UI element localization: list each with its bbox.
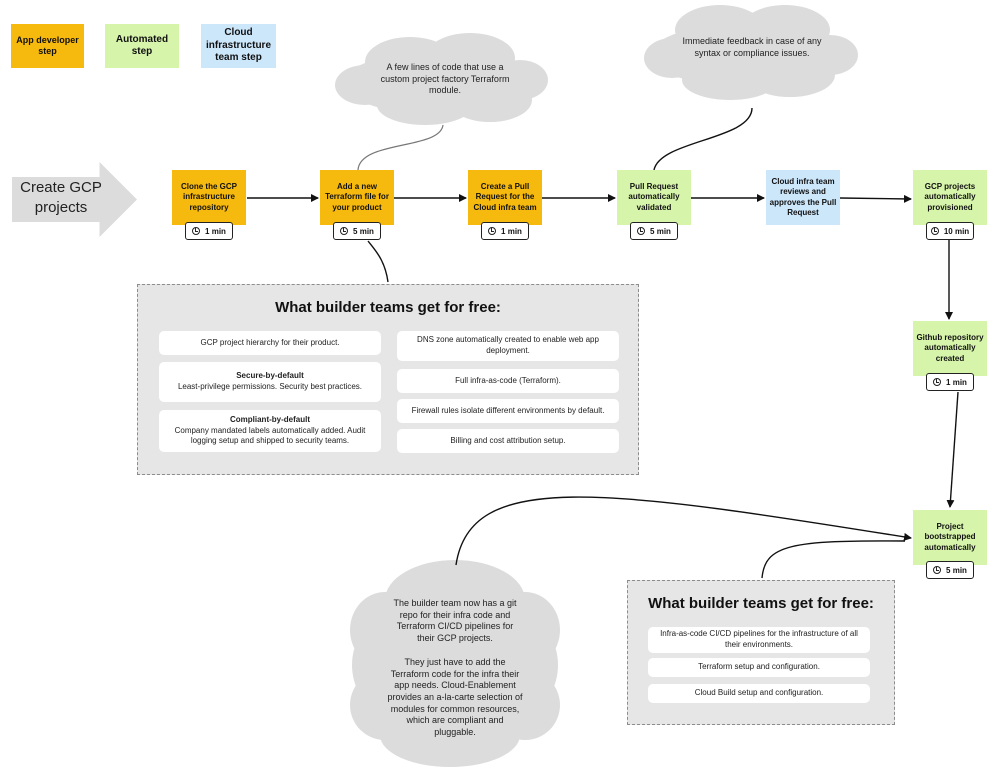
connector-panel-to-bootstrap [761, 540, 906, 579]
legend-automated-step: Automated step [105, 24, 179, 68]
step-label: Github repository automatically created [916, 332, 984, 363]
cloud-builder-note-1: The builder team now has a git repo for … [393, 598, 517, 644]
benefit-text: Company mandated labels automatically ad… [174, 425, 366, 446]
step-label: Clone the GCP infrastructure repository [180, 181, 237, 212]
benefit-card: GCP project hierarchy for their product. [159, 331, 381, 355]
benefit-text: Infra-as-code CI/CD pipelines for the in… [660, 629, 858, 649]
cloud-shape-builder-note [350, 560, 560, 767]
cloud-shape-feedback-note [644, 5, 858, 100]
timer-badge: 10 min [926, 222, 974, 240]
clock-icon [192, 227, 201, 235]
arrow-builder-cloud-to-bootstrap [455, 496, 912, 566]
step-pull-request-validated: Pull Request automatically validated [617, 170, 691, 225]
benefit-text: Firewall rules isolate different environ… [411, 405, 605, 415]
step-github-repository-created: Github repository automatically created [913, 321, 987, 376]
start-label: Create GCP projects [20, 179, 102, 216]
timer-value: 1 min [946, 377, 967, 387]
timer-badge: 1 min [185, 222, 233, 240]
clock-icon [933, 566, 942, 574]
step-projects-provisioned: GCP projects automatically provisioned [913, 170, 987, 225]
step-label: GCP projects automatically provisioned [924, 181, 976, 212]
benefit-card: Terraform setup and configuration. [648, 658, 870, 677]
connector-cloud-to-step2 [357, 124, 444, 171]
step-label: Add a new Terraform file for your produc… [325, 181, 389, 212]
benefit-title: Compliant-by-default [230, 414, 310, 424]
benefits-panel-top: What builder teams get for free: GCP pro… [137, 284, 639, 475]
arrow-step7-to-step8 [946, 391, 959, 508]
benefit-text: Least-privilege permissions. Security be… [177, 382, 363, 391]
benefit-text: Terraform setup and configuration. [698, 662, 820, 672]
benefit-card: Full infra-as-code (Terraform). [397, 369, 619, 393]
cloud-terraform-note: A few lines of code that use a custom pr… [380, 62, 510, 96]
arrow-step5-to-step6 [839, 194, 912, 203]
benefit-card-compliant: Compliant-by-default Company mandated la… [159, 410, 381, 452]
timer-value: 1 min [501, 226, 522, 236]
benefit-text: DNS zone automatically created to enable… [417, 335, 599, 355]
connector-cloud-to-step4 [653, 107, 753, 171]
step-label: Pull Request automatically validated [628, 181, 680, 212]
step-infra-team-review: Cloud infra team reviews and approves th… [766, 170, 840, 225]
legend-app-developer-step: App developer step [11, 24, 84, 68]
cloud-builder-note-2: They just have to add the Terraform code… [387, 657, 523, 738]
timer-value: 5 min [946, 565, 967, 575]
clock-icon [340, 227, 349, 235]
cloud-shape-terraform-note [335, 33, 548, 125]
timer-value: 5 min [650, 226, 671, 236]
timer-value: 1 min [205, 226, 226, 236]
timer-value: 10 min [943, 226, 970, 236]
benefit-title: Secure-by-default [236, 371, 304, 381]
benefit-card: Firewall rules isolate different environ… [397, 399, 619, 423]
clock-icon [488, 227, 497, 235]
connector-step2-to-panel [367, 240, 389, 283]
timer-badge: 5 min [630, 222, 678, 240]
cloud-feedback-note: Immediate feedback in case of any syntax… [682, 36, 822, 58]
legend-cloud-infra-step: Cloud infrastructure team step [201, 24, 276, 68]
benefit-card: Billing and cost attribution setup. [397, 429, 619, 453]
timer-badge: 1 min [481, 222, 529, 240]
step-label: Create a Pull Request for the Cloud infr… [473, 181, 537, 212]
clock-icon [930, 227, 939, 235]
clock-icon [637, 227, 646, 235]
legend-automated-label: Automated step [115, 33, 169, 58]
step-clone-repository: Clone the GCP infrastructure repository [172, 170, 246, 225]
benefit-text: Cloud Build setup and configuration. [694, 688, 824, 698]
benefit-text: Full infra-as-code (Terraform). [455, 375, 561, 385]
benefit-text: GCP project hierarchy for their product. [200, 337, 340, 347]
timer-badge: 5 min [926, 561, 974, 579]
step-label: Cloud infra team reviews and approves th… [769, 176, 837, 217]
timer-value: 5 min [353, 226, 374, 236]
step-project-bootstrapped: Project bootstrapped automatically [913, 510, 987, 565]
legend-cloud-infra-label: Cloud infrastructure team step [205, 27, 271, 64]
benefit-text: Billing and cost attribution setup. [450, 435, 566, 445]
benefit-card: Cloud Build setup and configuration. [648, 684, 870, 703]
panel-title: What builder teams get for free: [275, 299, 501, 316]
timer-badge: 5 min [333, 222, 381, 240]
step-create-pull-request: Create a Pull Request for the Cloud infr… [468, 170, 542, 225]
benefit-card: DNS zone automatically created to enable… [397, 331, 619, 361]
legend-app-developer-label: App developer step [16, 34, 79, 56]
benefits-panel-bottom: What builder teams get for free: Infra-a… [627, 580, 895, 725]
step-add-terraform-file: Add a new Terraform file for your produc… [320, 170, 394, 225]
timer-badge: 1 min [926, 373, 974, 391]
benefit-card: Infra-as-code CI/CD pipelines for the in… [648, 627, 870, 653]
step-label: Project bootstrapped automatically [924, 521, 976, 552]
benefit-card-secure: Secure-by-default Least-privilege permis… [159, 362, 381, 402]
panel-title: What builder teams get for free: [648, 595, 874, 612]
clock-icon [933, 378, 942, 386]
